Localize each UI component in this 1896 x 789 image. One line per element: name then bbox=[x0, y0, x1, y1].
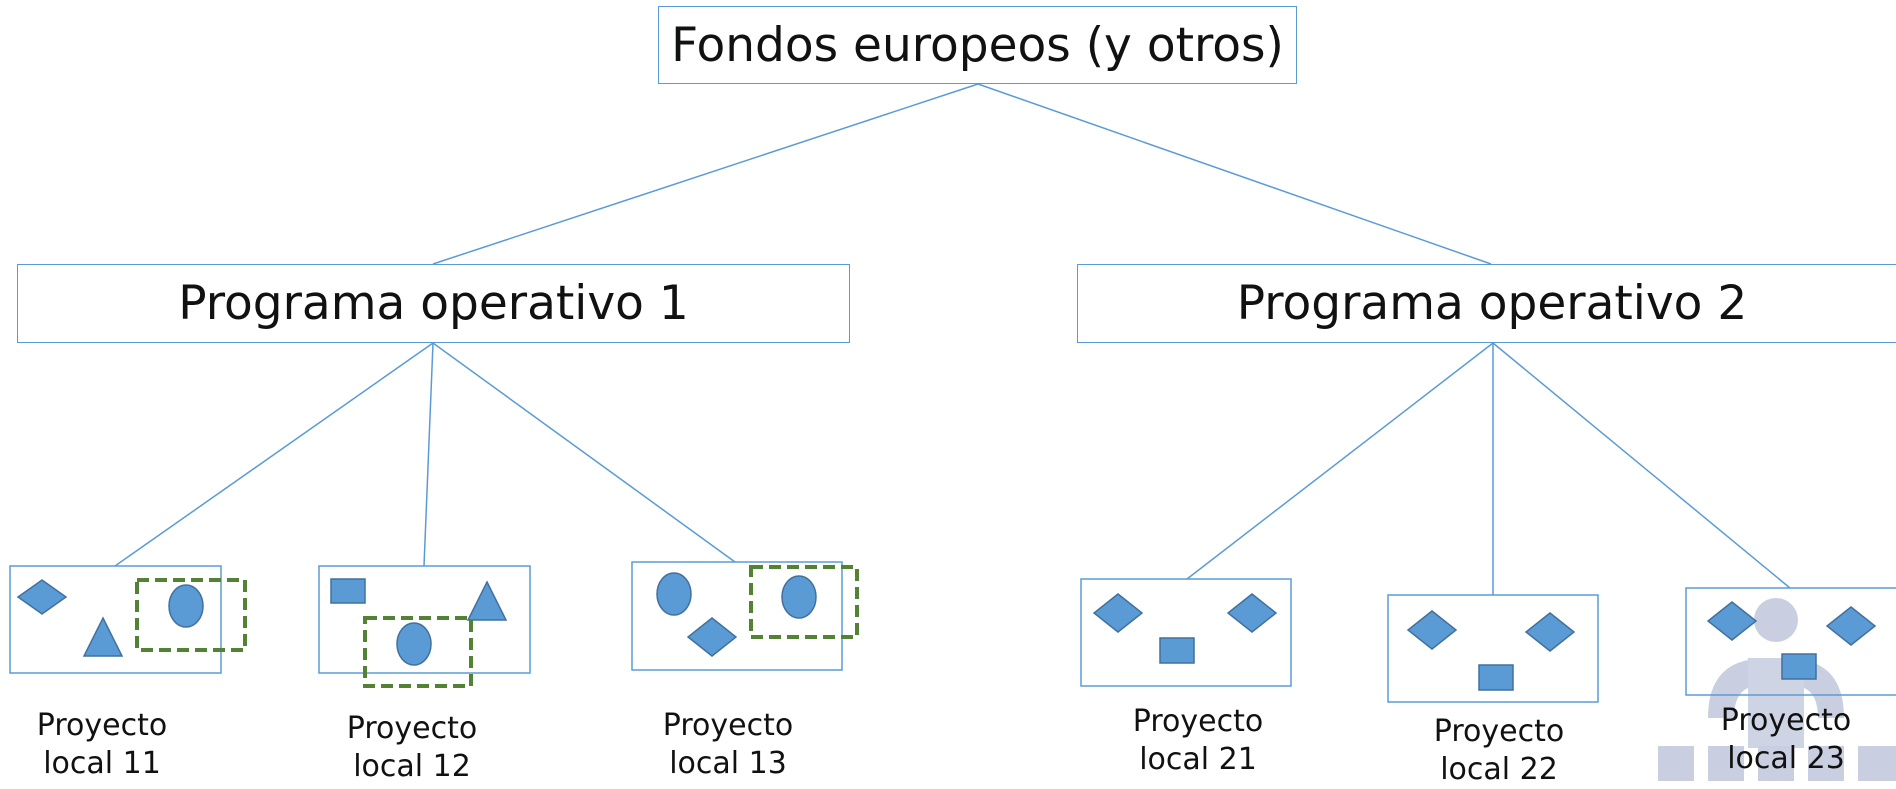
project-caption-21: Proyecto local 21 bbox=[1098, 703, 1298, 779]
project-box-13 bbox=[631, 561, 859, 671]
project-caption-line2: local 21 bbox=[1139, 742, 1257, 777]
dashed-highlight-box bbox=[363, 616, 473, 688]
ellipse-icon bbox=[168, 584, 204, 628]
project-caption-11: Proyecto local 11 bbox=[2, 707, 202, 783]
square-icon bbox=[1159, 637, 1195, 664]
diamond-icon bbox=[1092, 593, 1144, 633]
project-box-23 bbox=[1685, 587, 1896, 696]
project-caption-line2: local 12 bbox=[353, 749, 471, 784]
ellipse-icon bbox=[656, 572, 692, 616]
dashed-highlight-box bbox=[135, 578, 247, 652]
edge-prog2-project23 bbox=[1492, 342, 1791, 589]
diamond-icon bbox=[686, 617, 738, 657]
dashed-highlight-box bbox=[749, 565, 859, 639]
logo-watermark-icon bbox=[1658, 598, 1896, 781]
project-box-11 bbox=[9, 565, 247, 674]
edge-prog1-project13 bbox=[432, 342, 736, 563]
project-box-21 bbox=[1080, 578, 1292, 687]
project-caption-line1: Proyecto bbox=[662, 708, 794, 743]
program-node-2: Programa operativo 2 bbox=[1077, 264, 1896, 343]
diamond-icon bbox=[1226, 593, 1278, 633]
project-caption-13: Proyecto local 13 bbox=[628, 707, 828, 783]
project-caption-line1: Proyecto bbox=[1720, 703, 1852, 738]
diamond-icon bbox=[1825, 606, 1877, 646]
edge-root-prog2 bbox=[977, 83, 1492, 265]
edge-prog2-project21 bbox=[1186, 342, 1494, 580]
project-caption-line2: local 11 bbox=[43, 746, 161, 781]
root-node-fondos: Fondos europeos (y otros) bbox=[658, 6, 1297, 84]
diamond-icon bbox=[1406, 610, 1458, 650]
edge-prog1-project11 bbox=[114, 342, 434, 567]
diamond-icon bbox=[1706, 601, 1758, 641]
triangle-icon bbox=[82, 616, 124, 657]
project-box-22 bbox=[1387, 594, 1599, 703]
square-icon bbox=[330, 578, 366, 604]
program-node-1: Programa operativo 1 bbox=[17, 264, 850, 343]
square-icon bbox=[1478, 664, 1514, 691]
project-caption-line1: Proyecto bbox=[36, 708, 168, 743]
project-caption-line2: local 13 bbox=[669, 746, 787, 781]
project-caption-23: Proyecto local 23 bbox=[1686, 702, 1886, 778]
square-icon bbox=[1781, 653, 1817, 680]
diamond-icon bbox=[16, 579, 68, 615]
diamond-icon bbox=[1524, 612, 1576, 652]
project-caption-line1: Proyecto bbox=[346, 711, 478, 746]
project-caption-line1: Proyecto bbox=[1433, 714, 1565, 749]
project-caption-line2: local 23 bbox=[1727, 741, 1845, 776]
project-caption-line1: Proyecto bbox=[1132, 704, 1264, 739]
project-caption-line2: local 22 bbox=[1440, 752, 1558, 787]
triangle-icon bbox=[466, 580, 508, 621]
project-caption-22: Proyecto local 22 bbox=[1399, 713, 1599, 789]
edge-root-prog1 bbox=[432, 83, 979, 265]
project-caption-12: Proyecto local 12 bbox=[312, 710, 512, 786]
project-box-12 bbox=[318, 565, 531, 688]
ellipse-icon bbox=[781, 575, 817, 619]
edge-prog1-project12 bbox=[423, 342, 434, 567]
connector-lines bbox=[114, 83, 1791, 595]
ellipse-icon bbox=[396, 622, 432, 666]
